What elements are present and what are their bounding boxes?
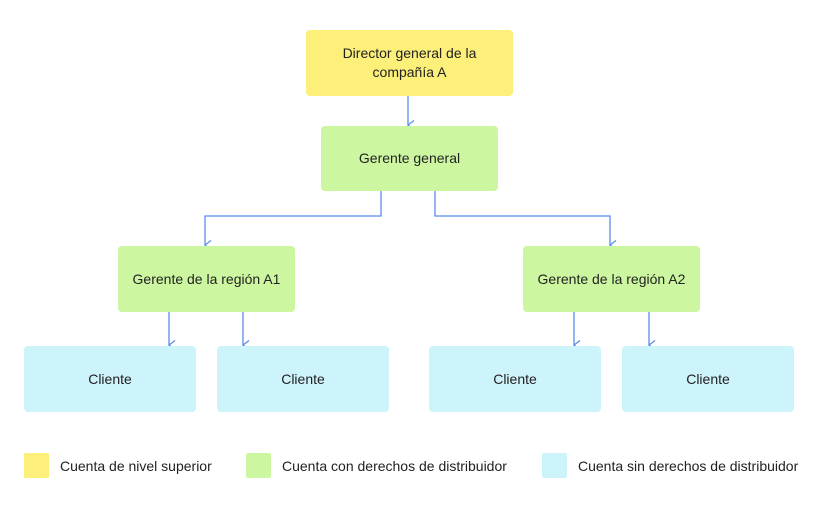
legend-label: Cuenta con derechos de distribuidor <box>282 457 507 474</box>
legend-label: Cuenta sin derechos de distribuidor <box>578 457 799 474</box>
connector-general-to-a1 <box>205 191 382 245</box>
legend-swatch-cyan <box>542 453 567 478</box>
node-client-4: Cliente <box>622 346 794 412</box>
node-general-manager: Gerente general <box>321 126 498 191</box>
node-client-1: Cliente <box>24 346 196 412</box>
node-region-a2-manager: Gerente de la región A2 <box>523 246 700 312</box>
legend-swatch-yellow <box>24 453 49 478</box>
connector-general-to-a2 <box>434 191 610 245</box>
legend-item-non-distributor: Cuenta sin derechos de distribuidor <box>542 453 798 478</box>
legend-swatch-green <box>246 453 271 478</box>
legend-label: Cuenta de nivel superior <box>60 457 212 474</box>
node-region-a1-manager: Gerente de la región A1 <box>118 246 295 312</box>
legend-item-distributor: Cuenta con derechos de distribuidor <box>246 453 507 478</box>
legend-item-top-level: Cuenta de nivel superior <box>24 453 212 478</box>
node-client-2: Cliente <box>217 346 389 412</box>
node-director: Director general de la compañía A <box>306 30 513 96</box>
node-client-3: Cliente <box>429 346 601 412</box>
